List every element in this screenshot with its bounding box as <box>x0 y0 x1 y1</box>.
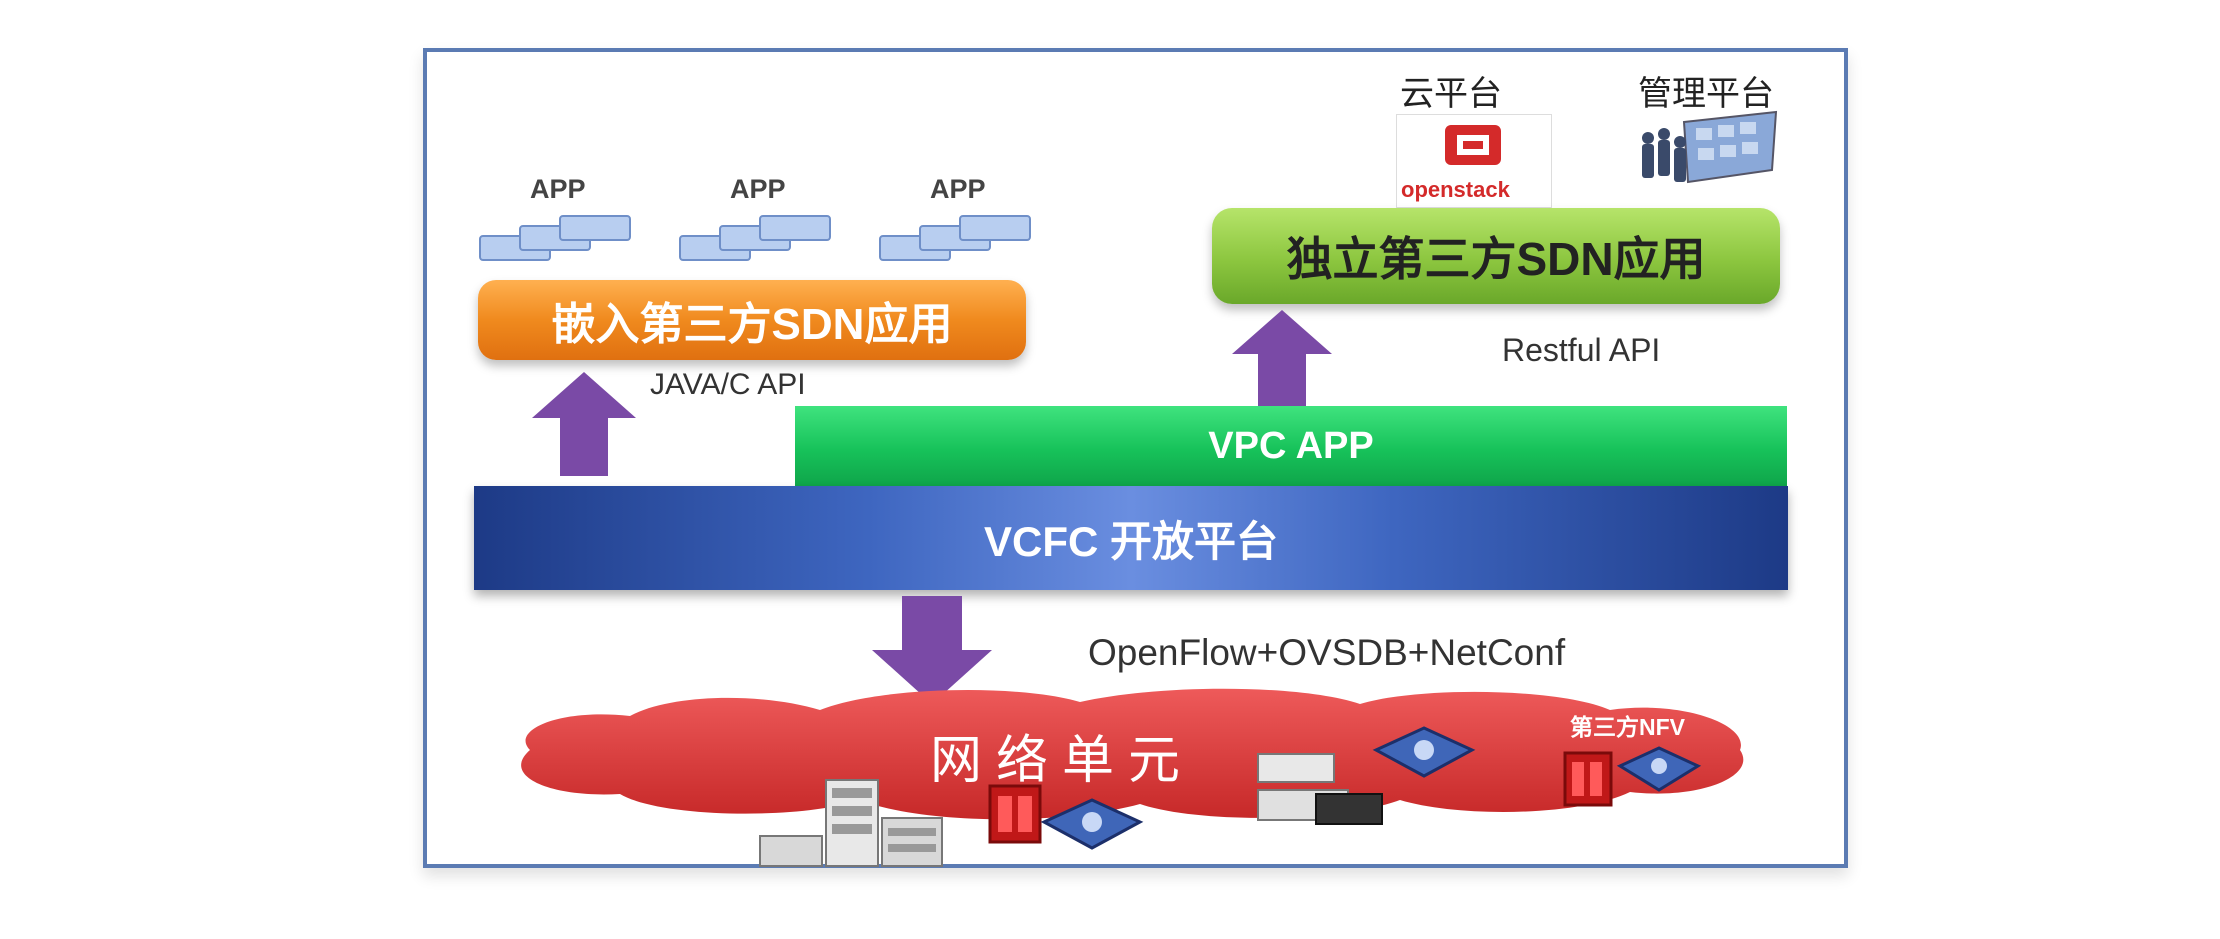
protocol-label: OpenFlow+OVSDB+NetConf <box>1088 632 1566 673</box>
app-stack-icon-3 <box>876 206 1046 277</box>
cloud-platform-label: 云平台 <box>1400 75 1502 113</box>
management-people-icon <box>1640 108 1780 203</box>
embedded-sdn-app-box: 嵌入第三方SDN应用 <box>478 280 1026 360</box>
down-arrow-icon <box>872 596 992 709</box>
router-icon-center <box>1372 724 1476 787</box>
third-party-nfv-label: 第三方NFV <box>1570 714 1685 740</box>
standalone-sdn-app-box: 独立第三方SDN应用 <box>1212 208 1780 304</box>
app-label-1: APP <box>530 174 586 204</box>
vpc-app-box: VPC APP <box>795 406 1787 486</box>
firewall-icon-left <box>984 780 1048 855</box>
up-arrow-icon-left <box>532 372 636 481</box>
up-arrow-icon-right <box>1232 310 1332 415</box>
app-stack-icon-1 <box>476 206 646 277</box>
mgmt-platform-label: 管理平台 <box>1638 75 1774 113</box>
server-rack-icon <box>756 778 946 875</box>
openstack-logo-text: openstack <box>1401 177 1510 202</box>
network-unit-label: 网络单元 <box>930 732 1195 790</box>
app-stack-icon-2 <box>676 206 846 277</box>
restful-api-label: Restful API <box>1502 332 1661 368</box>
router-icon-right <box>1616 744 1702 801</box>
app-label-3: APP <box>930 174 986 204</box>
firewall-icon-right <box>1560 748 1618 817</box>
switch-stack-icon <box>1256 750 1386 833</box>
openstack-logo: openstack <box>1396 114 1552 208</box>
app-label-2: APP <box>730 174 786 204</box>
vcfc-platform-box: VCFC 开放平台 <box>474 486 1788 590</box>
java-c-api-label: JAVA/C API <box>650 368 806 401</box>
router-icon-left <box>1040 796 1144 859</box>
